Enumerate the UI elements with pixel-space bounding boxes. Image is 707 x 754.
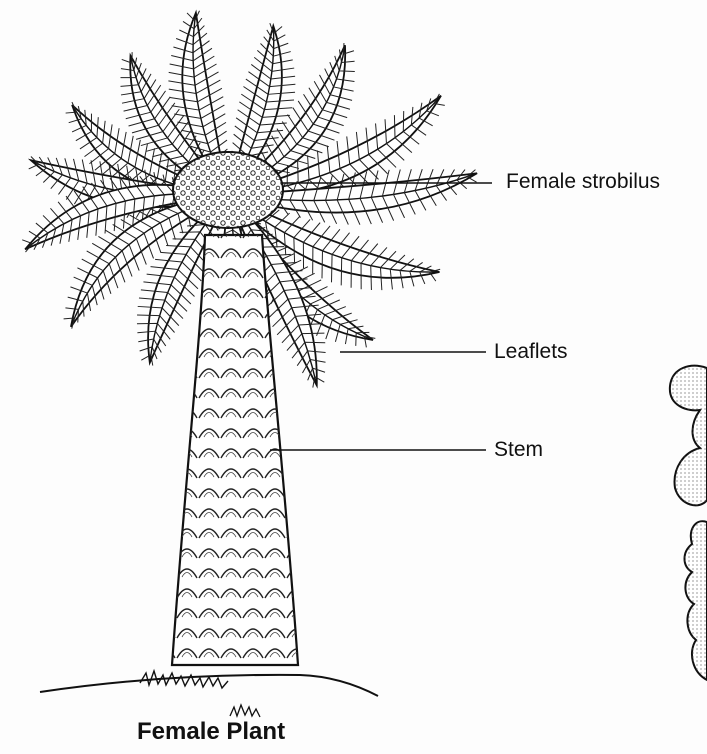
- label-stem: Stem: [494, 438, 543, 462]
- cropped-figure-right: [670, 366, 707, 680]
- ground: [40, 671, 378, 717]
- label-leaflets: Leaflets: [494, 340, 568, 364]
- figure-caption: Female Plant: [137, 718, 285, 746]
- female-strobilus-cone: [173, 152, 283, 228]
- label-female-strobilus: Female strobilus: [506, 170, 660, 194]
